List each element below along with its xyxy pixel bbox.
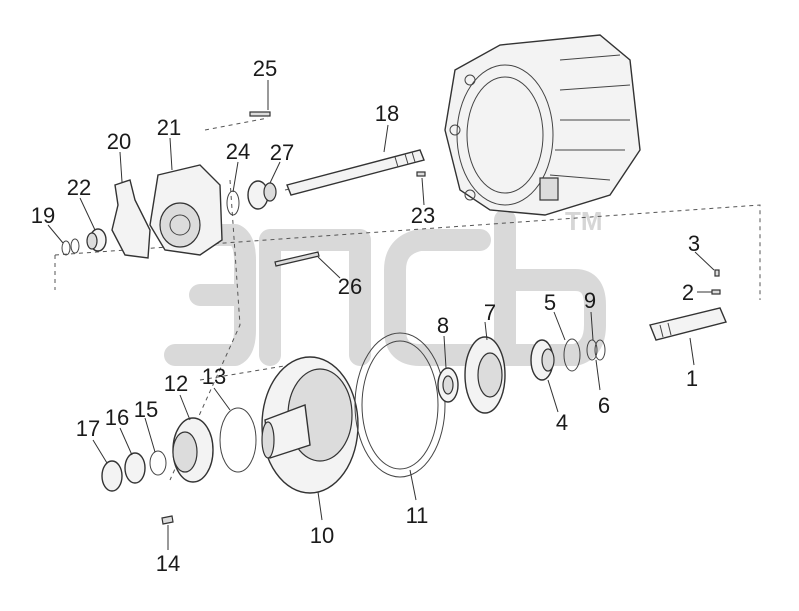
callout-22: 22 bbox=[67, 175, 91, 200]
bearing-8 bbox=[437, 367, 459, 403]
seal-16 bbox=[124, 452, 146, 484]
pin-23 bbox=[416, 171, 426, 177]
callout-15: 15 bbox=[134, 397, 158, 422]
watermark-tm: TM bbox=[565, 206, 603, 236]
gasket-11 bbox=[354, 332, 446, 478]
shaft-18 bbox=[286, 149, 425, 196]
callout-6: 6 bbox=[598, 393, 610, 418]
callout-23: 23 bbox=[411, 203, 435, 228]
shaft-1 bbox=[649, 307, 727, 341]
leader-lines bbox=[47, 80, 715, 550]
callout-13: 13 bbox=[202, 364, 226, 389]
callout-labels: 1 2 3 4 5 6 7 8 9 10 11 12 13 14 15 16 1… bbox=[31, 56, 700, 576]
callout-10: 10 bbox=[310, 523, 334, 548]
ring-15 bbox=[149, 450, 167, 476]
part-3 bbox=[714, 269, 720, 277]
callout-18: 18 bbox=[375, 101, 399, 126]
callout-12: 12 bbox=[164, 371, 188, 396]
ring-5 bbox=[563, 338, 581, 372]
callout-4: 4 bbox=[556, 410, 568, 435]
gasket-11-inner bbox=[361, 340, 439, 470]
gasket-13 bbox=[219, 407, 257, 473]
callout-25: 25 bbox=[253, 56, 277, 81]
callout-17: 17 bbox=[76, 416, 100, 441]
callout-21: 21 bbox=[157, 115, 181, 140]
gearbox-housing bbox=[444, 34, 641, 216]
callout-19: 19 bbox=[31, 203, 55, 228]
gear-7 bbox=[464, 336, 506, 414]
bearing-22 bbox=[86, 228, 107, 252]
callout-20: 20 bbox=[107, 129, 131, 154]
part-2 bbox=[711, 289, 721, 295]
ring-17 bbox=[101, 460, 123, 492]
callout-5: 5 bbox=[544, 290, 556, 315]
pin-25 bbox=[249, 111, 271, 117]
callout-3: 3 bbox=[688, 231, 700, 256]
callout-26: 26 bbox=[338, 274, 362, 299]
bearing-4 bbox=[530, 339, 555, 381]
callout-27: 27 bbox=[270, 140, 294, 165]
callout-24: 24 bbox=[226, 139, 250, 164]
pin-26 bbox=[274, 251, 320, 267]
callout-11: 11 bbox=[406, 503, 429, 528]
cover-21 bbox=[149, 164, 223, 256]
callout-1: 1 bbox=[686, 366, 698, 391]
flange-12 bbox=[172, 417, 214, 483]
callout-16: 16 bbox=[105, 405, 129, 430]
ring-9 bbox=[586, 339, 598, 361]
ring-6 bbox=[594, 339, 606, 361]
lever-20 bbox=[111, 179, 151, 259]
callout-8: 8 bbox=[437, 313, 449, 338]
assembly-lines bbox=[54, 117, 761, 481]
rings-19 bbox=[61, 238, 80, 256]
watermark-logo: TM bbox=[164, 206, 606, 366]
callout-14: 14 bbox=[156, 551, 180, 576]
cover-10 bbox=[261, 356, 359, 494]
ring-24 bbox=[226, 190, 240, 216]
callout-9: 9 bbox=[584, 288, 596, 313]
callout-2: 2 bbox=[682, 280, 694, 305]
bolt-14 bbox=[161, 515, 174, 525]
callout-7: 7 bbox=[484, 300, 496, 325]
bearing-27 bbox=[247, 180, 277, 210]
